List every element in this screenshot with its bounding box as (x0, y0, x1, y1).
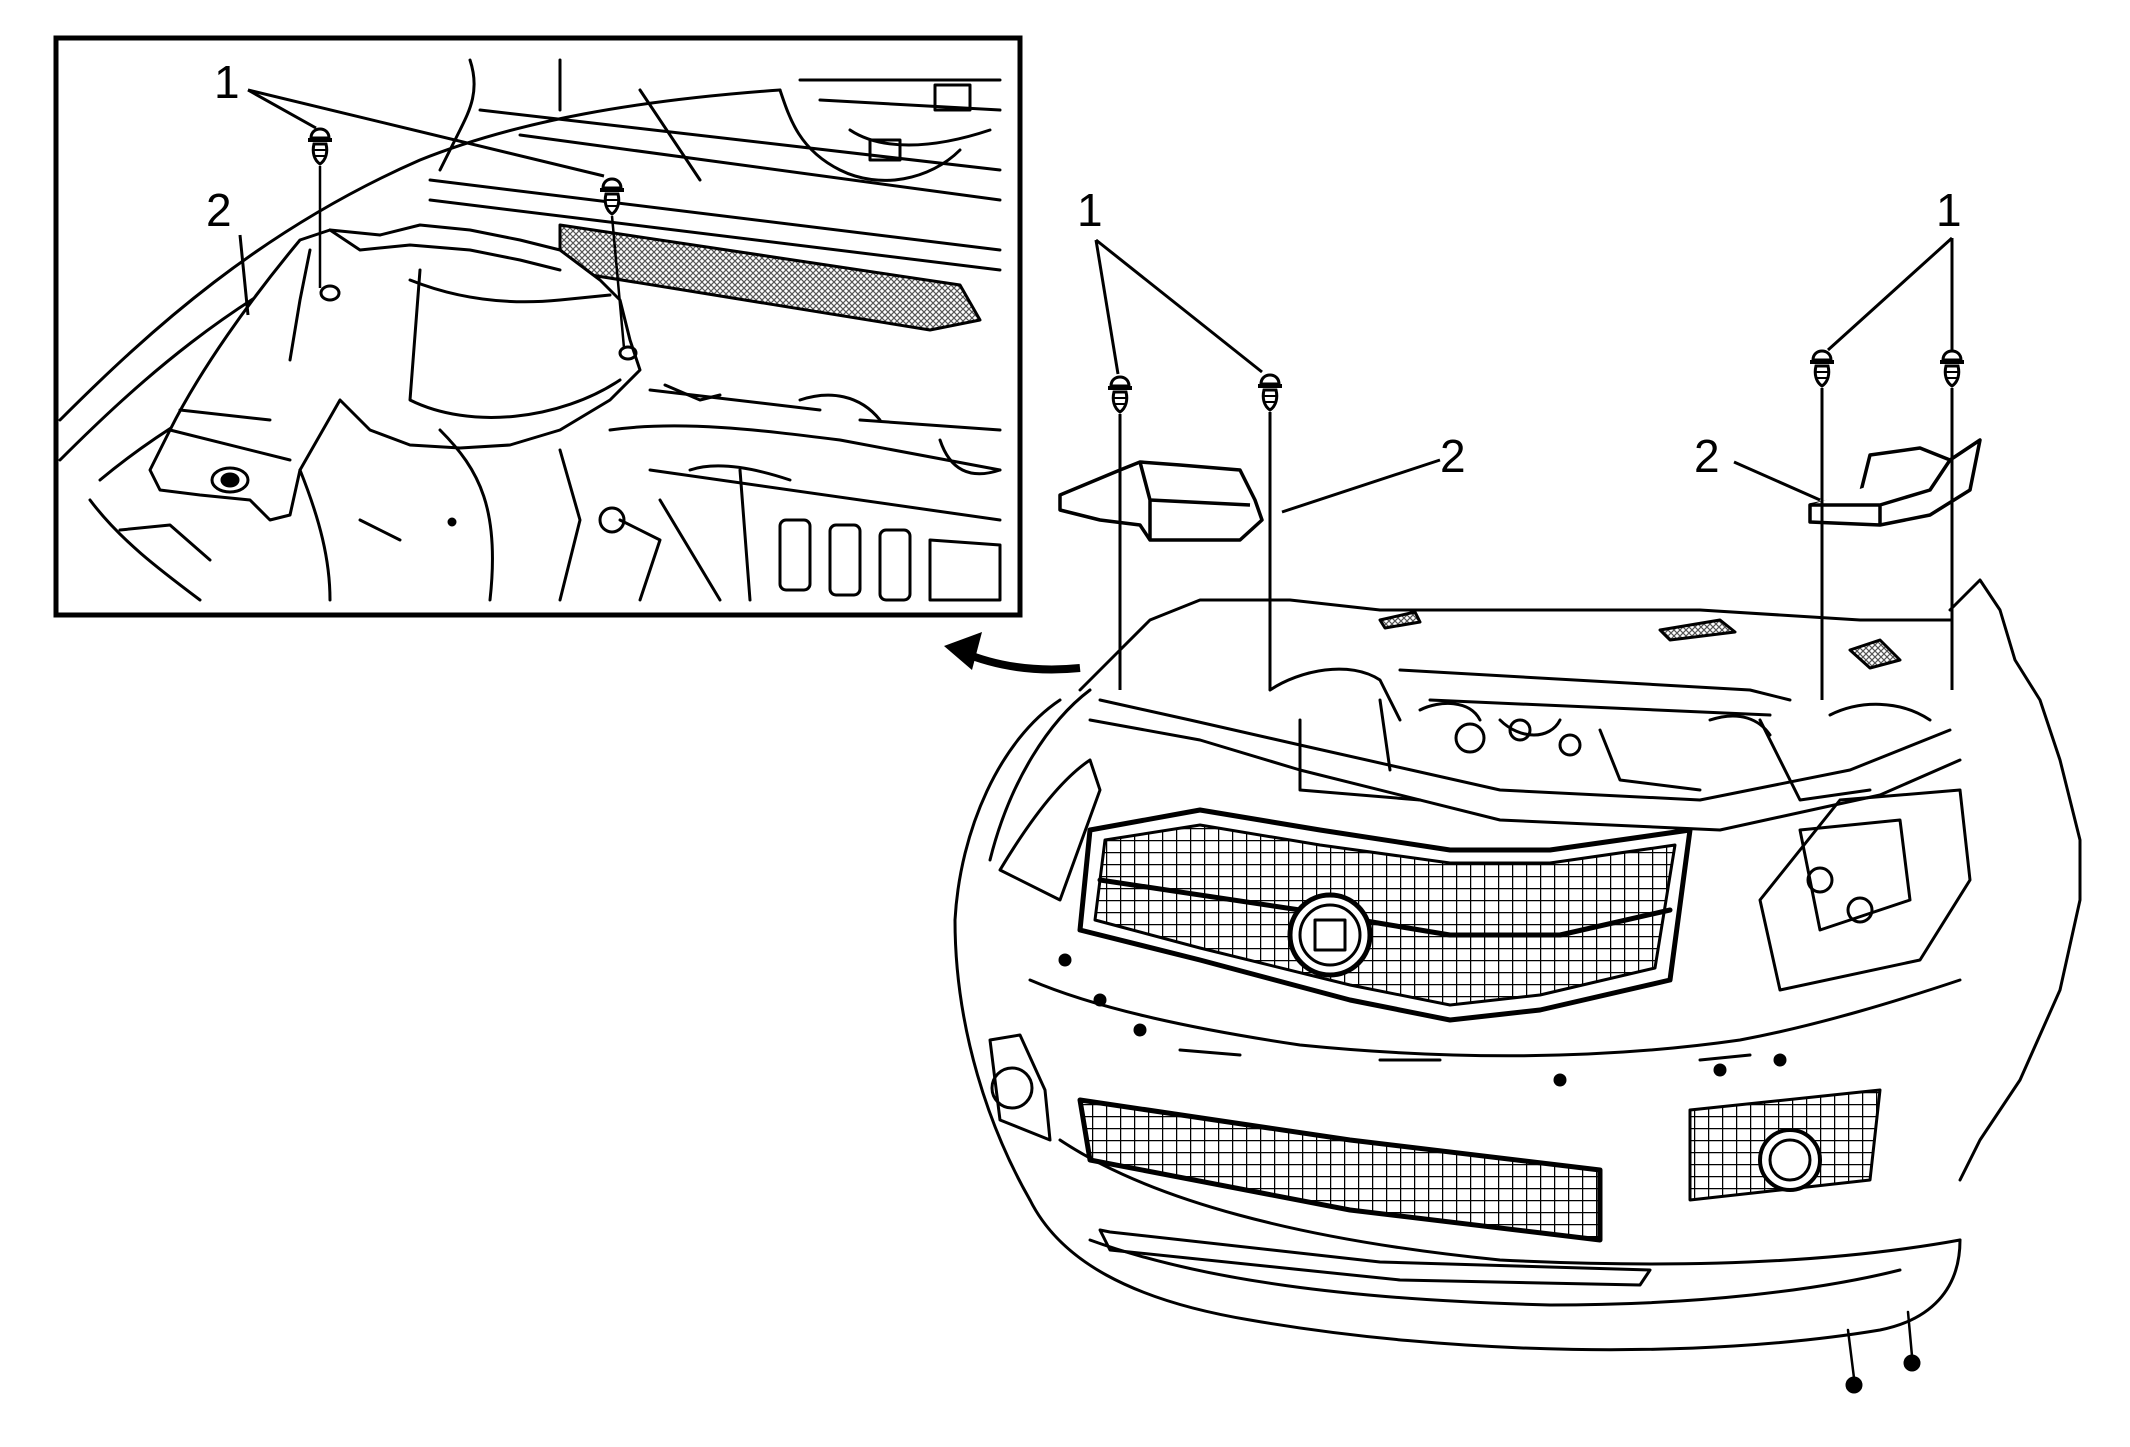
main-pin-right-b (1938, 349, 1966, 690)
right-strut-cover (1808, 438, 1982, 527)
direction-arrow-icon (944, 632, 1081, 674)
left-callout-fastener: 1 (1077, 184, 1103, 236)
main-pin-left-a (1106, 375, 1134, 690)
inset-callout-fastener: 1 (214, 56, 240, 108)
inset-engine-bay-drawing (58, 58, 1002, 602)
main-leader-lines (1094, 236, 1954, 514)
right-callout-fastener: 1 (1936, 184, 1962, 236)
main-pin-left-b (1256, 373, 1284, 690)
inset-leader-lines (238, 88, 605, 316)
main-pin-right-a (1808, 349, 1836, 700)
left-callout-panel: 2 (1440, 430, 1466, 482)
left-strut-cover (1058, 460, 1264, 542)
inset-pin-a (306, 127, 334, 288)
vehicle-front-drawing (953, 578, 2082, 1394)
detail-inset: 1 2 (53, 35, 1023, 618)
inset-callout-panel: 2 (206, 184, 232, 236)
right-callout-panel: 2 (1694, 430, 1720, 482)
inset-pin-b (598, 177, 626, 349)
